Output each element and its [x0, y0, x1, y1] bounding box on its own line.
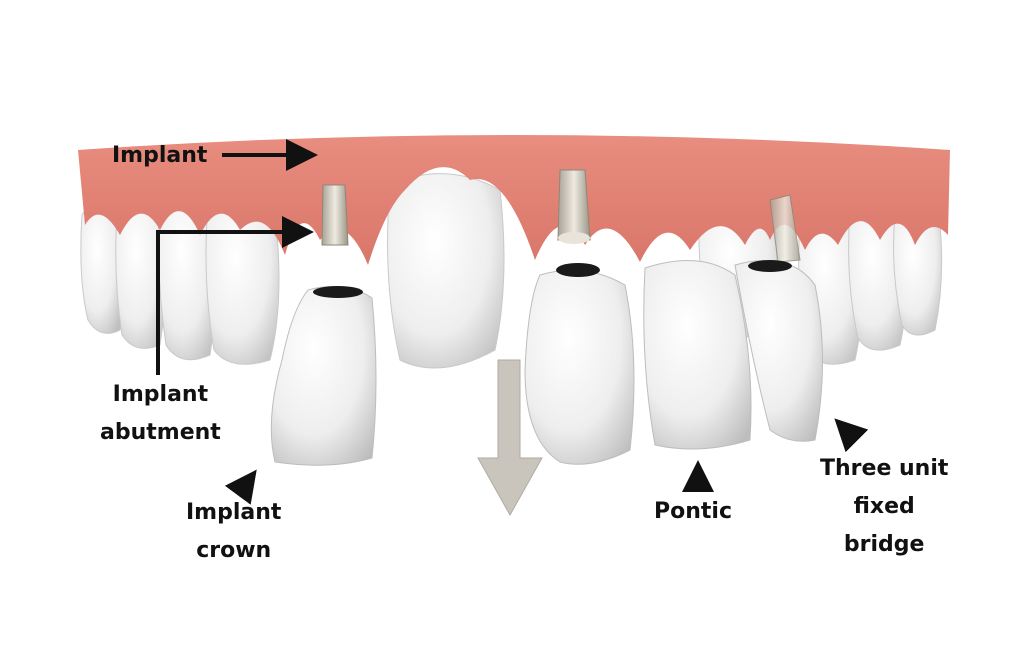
label-implant-abutment: Implant abutment — [100, 376, 221, 452]
label-pontic: Pontic — [654, 499, 732, 524]
label-line: Three unit — [820, 456, 949, 481]
label-line: Implant — [186, 500, 282, 525]
label-line: Implant — [112, 382, 209, 407]
bridge-arrow — [834, 418, 869, 453]
label-line: bridge — [843, 532, 925, 557]
crown-arrow — [224, 469, 257, 505]
label-line: abutment — [100, 420, 221, 445]
back-teeth-left — [80, 191, 280, 365]
direction-arrow — [477, 359, 543, 517]
label-line: fixed — [853, 494, 915, 519]
implant-posts — [321, 169, 801, 263]
pointer-arrows — [156, 139, 869, 505]
label-implant: Implant — [112, 143, 208, 168]
label-three-unit-fixed-bridge: Three unit fixed bridge — [820, 450, 948, 564]
label-implant-crown: Implant crown — [186, 494, 281, 570]
implant-crown-tooth — [270, 285, 377, 466]
label-line: crown — [196, 538, 272, 563]
abutment-arrow — [156, 216, 314, 375]
bridge-teeth — [524, 259, 823, 465]
